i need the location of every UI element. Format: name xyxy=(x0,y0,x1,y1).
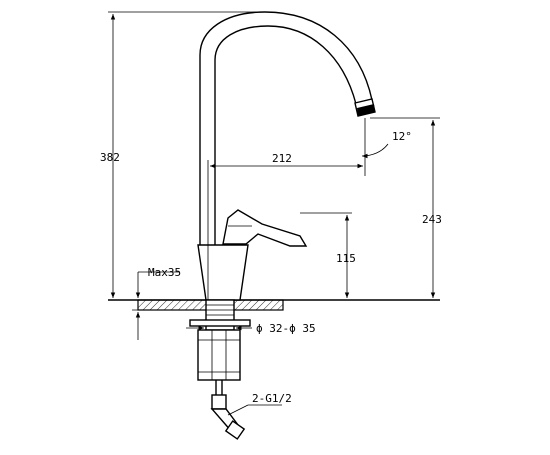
spout-inner xyxy=(214,25,357,245)
handle-height-label: 115 xyxy=(336,252,356,265)
hose-line xyxy=(215,380,223,395)
underside-assembly xyxy=(189,299,251,440)
mixer-body xyxy=(197,244,249,301)
fixing-washer xyxy=(189,319,251,327)
angle-label: 12° xyxy=(392,130,412,143)
dim-total-height: 382 xyxy=(100,11,260,298)
dim-counter-thickness: Max35 xyxy=(132,266,200,340)
dim-angle: 12° xyxy=(361,117,440,159)
hole-diameter-label: ϕ 32-ϕ 35 xyxy=(256,322,316,335)
hose-fitting-top xyxy=(211,394,227,410)
spout-outer xyxy=(199,11,373,245)
hose-fitting-bottom xyxy=(224,420,246,440)
faucet-body xyxy=(197,11,376,301)
total-height-label: 382 xyxy=(100,151,120,164)
dim-spout-height: 243 xyxy=(422,120,442,298)
fixing-nut xyxy=(197,329,241,381)
aerator-outlet xyxy=(357,104,375,116)
lever-handle xyxy=(222,209,308,247)
spout-reach-label: 212 xyxy=(272,152,292,165)
dim-hole-diameter: ϕ 32-ϕ 35 xyxy=(186,322,316,335)
dim-handle-height: 115 xyxy=(300,212,356,298)
dim-spout-reach: 212 xyxy=(207,118,366,300)
hose-connection-label: 2-G1/2 xyxy=(252,392,292,405)
spout-height-label: 243 xyxy=(422,213,442,226)
counter-thickness-label: Max35 xyxy=(148,266,181,279)
countertop xyxy=(108,299,440,311)
dim-hose-connection: 2-G1/2 xyxy=(227,392,292,416)
